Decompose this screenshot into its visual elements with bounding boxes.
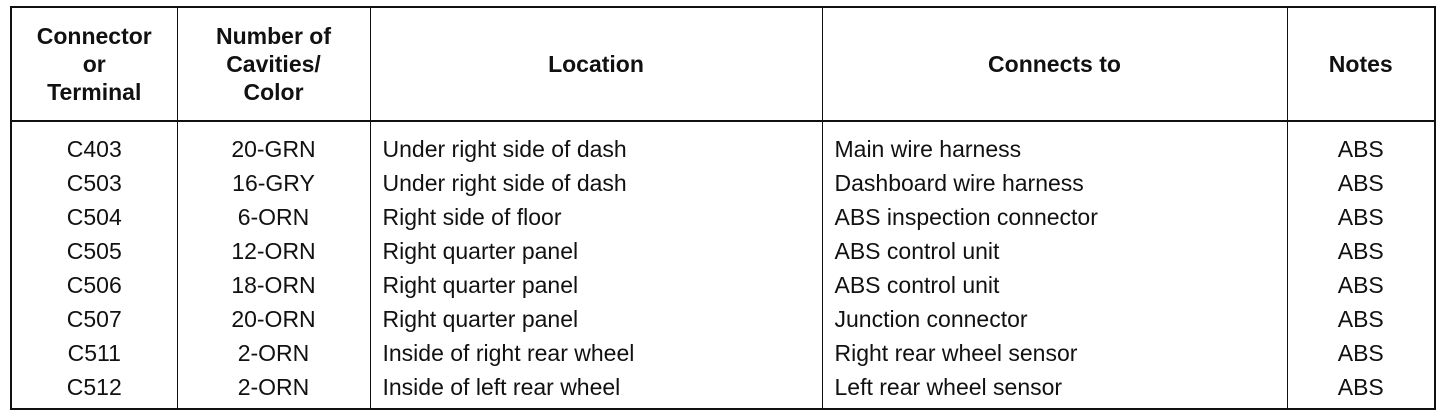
cell-location: Right quarter panel	[382, 272, 579, 298]
header-cavities-line-1: Number of	[216, 23, 331, 49]
connector-table: Connector or Terminal Number of Cavities…	[10, 6, 1436, 410]
header-cavities-line-3: Color	[243, 79, 304, 105]
cell-connects-to: Dashboard wire harness	[834, 170, 1084, 196]
cell-location: Right quarter panel	[382, 238, 579, 264]
header-connector-line-1: Connector	[36, 23, 152, 49]
cell-cavities: 2-ORN	[237, 374, 310, 400]
cell-cavities: 16-GRY	[232, 170, 315, 196]
cell-connects-to: ABS control unit	[834, 238, 1000, 264]
cell-notes: ABS	[1337, 272, 1384, 298]
cell-connects-to: Main wire harness	[834, 136, 1022, 162]
header-connector-line-3: Terminal	[47, 79, 142, 105]
cell-cavities: 2-ORN	[237, 340, 310, 366]
cell-notes: ABS	[1337, 170, 1384, 196]
cell-connector: C403	[66, 136, 122, 162]
cell-location: Inside of left rear wheel	[382, 374, 621, 400]
header-location: Location	[370, 8, 823, 122]
cell-cavities: 18-ORN	[231, 272, 316, 298]
cell-location: Right quarter panel	[382, 306, 579, 332]
cavities-list: 20-GRN 16-GRY 6-ORN 12-ORN 18-ORN 20-ORN 2-ORN…	[178, 122, 370, 404]
cell-connector: C506	[66, 272, 122, 298]
column-cavities: 20-GRN 16-GRY 6-ORN 12-ORN 18-ORN 20-ORN 2-ORN…	[177, 121, 371, 408]
cell-connector: C503	[66, 170, 122, 196]
header-connector-line-2: or	[82, 51, 106, 77]
column-notes: ABS ABS ABS ABS ABS ABS ABS ABS	[1287, 121, 1434, 408]
cell-notes: ABS	[1337, 306, 1384, 332]
header-connects-to: Connects to	[822, 8, 1288, 122]
cell-location: Inside of right rear wheel	[382, 340, 635, 366]
header-cavities: Number of Cavities/ Color	[177, 8, 371, 122]
cell-connector: C512	[66, 374, 122, 400]
connector-table-grid: Connector or Terminal Number of Cavities…	[12, 8, 1434, 408]
cell-notes: ABS	[1337, 238, 1384, 264]
notes-list: ABS ABS ABS ABS ABS ABS ABS ABS	[1288, 122, 1435, 404]
cell-notes: ABS	[1337, 204, 1384, 230]
cell-connector: C505	[66, 238, 122, 264]
header-connector: Connector or Terminal	[12, 8, 178, 122]
cell-location: Under right side of dash	[382, 170, 627, 196]
cell-connects-to: ABS control unit	[834, 272, 1000, 298]
table-header: Connector or Terminal Number of Cavities…	[12, 8, 1434, 122]
cell-cavities: 20-ORN	[231, 306, 316, 332]
cell-connector: C511	[67, 340, 121, 366]
cell-notes: ABS	[1337, 136, 1384, 162]
header-cavities-line-2: Cavities/	[226, 51, 321, 77]
cell-connector: C507	[66, 306, 122, 332]
cell-cavities: 6-ORN	[237, 204, 310, 230]
cell-cavities: 20-GRN	[231, 136, 316, 162]
cell-cavities: 12-ORN	[231, 238, 316, 264]
cell-connector: C504	[66, 204, 122, 230]
cell-notes: ABS	[1337, 340, 1384, 366]
cell-notes: ABS	[1337, 374, 1384, 400]
cell-location: Right side of floor	[382, 204, 562, 230]
header-row: Connector or Terminal Number of Cavities…	[12, 8, 1434, 122]
cell-connects-to: Junction connector	[834, 306, 1028, 332]
cell-connects-to: Right rear wheel sensor	[834, 340, 1078, 366]
cell-connects-to: ABS inspection connector	[834, 204, 1098, 230]
cell-connects-to: Left rear wheel sensor	[834, 374, 1063, 400]
header-notes: Notes	[1287, 8, 1434, 122]
cell-location: Under right side of dash	[382, 136, 627, 162]
